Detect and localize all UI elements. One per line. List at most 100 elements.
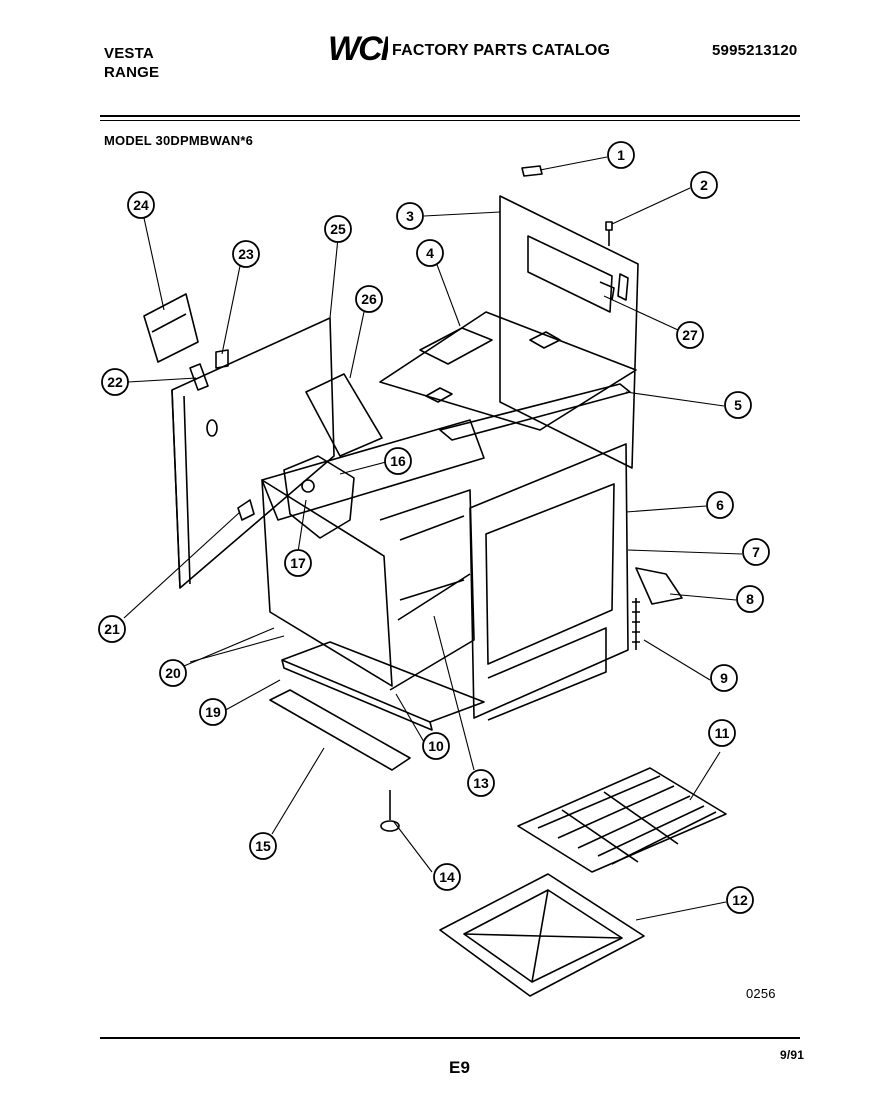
part-top-rail [439,383,631,441]
channel-inner [151,313,187,333]
callout-8: 8 [736,585,764,613]
svg-text:27: 27 [682,327,698,343]
part-control-bracket [305,373,383,457]
part-channel-bracket [143,293,199,363]
part-back-panel [499,195,639,469]
top-panel-holes [425,331,561,403]
oven-liner-rails [399,515,465,601]
part-kick-plate [269,689,411,771]
oven-liner [379,489,475,691]
callout-20: 20 [159,659,187,687]
svg-text:9: 9 [720,670,728,686]
svg-text:23: 23 [238,246,254,262]
model-number: MODEL 30DPMBWAN*6 [104,133,254,148]
callout-12: 12 [726,886,754,914]
side-panel-edge [171,389,191,589]
callout-6: 6 [706,491,734,519]
callout-19: 19 [199,698,227,726]
svg-text:3: 3 [406,208,414,224]
back-panel-bracket [617,273,629,301]
wci-logo: WCI [328,30,388,66]
callout-17: 17 [284,549,312,577]
header-rule-bottom [100,120,800,121]
part-leveler-foot [380,820,400,832]
bottom-panel-edge [281,659,433,731]
part-broiler-pan [439,873,645,997]
catalog-number: 5995213120 [712,42,798,59]
callout-22: 22 [101,368,129,396]
svg-text:20: 20 [165,665,181,681]
part-left-side-panel [171,317,335,589]
callout-26: 26 [355,285,383,313]
part-bracket-21 [237,499,255,521]
broiler-pan-ribs [463,889,623,983]
part-clip [521,165,543,177]
svg-text:13: 13 [473,775,489,791]
side-panel-window [485,483,615,665]
svg-text:5: 5 [734,397,742,413]
footer-rule [100,1037,800,1039]
callout-25: 25 [324,215,352,243]
callout-13: 13 [467,769,495,797]
callout-7: 7 [742,538,770,566]
svg-text:4: 4 [426,245,434,261]
oven-rack-crossbars [561,791,679,863]
callout-2: 2 [690,171,718,199]
part-bottom-panel [281,641,485,723]
part-spring [632,598,640,650]
diagram-code: 0256 [746,986,776,1001]
callout-14: 14 [433,863,461,891]
oven-frame-side [261,479,393,687]
callout-11: 11 [708,719,736,747]
part-top-panel [379,311,637,431]
svg-text:1: 1 [617,147,625,163]
svg-text:17: 17 [290,555,306,571]
svg-text:7: 7 [752,544,760,560]
part-bracket-23 [215,349,229,369]
svg-text:2: 2 [700,177,708,193]
svg-text:15: 15 [255,838,271,854]
callout-4: 4 [416,239,444,267]
callout-24: 24 [127,191,155,219]
header-rule-top [100,115,800,117]
svg-text:6: 6 [716,497,724,513]
svg-text:26: 26 [361,291,377,307]
part-screw-22 [189,363,209,391]
catalog-title: FACTORY PARTS CATALOG [392,42,611,59]
svg-text:12: 12 [732,892,748,908]
brand-name: VESTA [104,45,154,62]
part-burner-assembly [283,455,355,539]
callout-9: 9 [710,664,738,692]
callout-10: 10 [422,732,450,760]
oven-rack-wires [537,775,717,865]
part-right-side-panel [469,443,629,719]
svg-text:8: 8 [746,591,754,607]
callout-15: 15 [249,832,277,860]
part-oven-rack [517,767,727,873]
callout-5: 5 [724,391,752,419]
part-hinge-bracket [635,567,683,605]
svg-text:22: 22 [107,374,123,390]
back-panel-opening [527,235,613,313]
product-type: RANGE [104,64,160,81]
callout-16: 16 [384,447,412,475]
leader-lines [123,156,743,921]
svg-text:10: 10 [428,738,444,754]
svg-text:11: 11 [715,725,730,741]
callout-3: 3 [396,202,424,230]
burner-valve [301,479,315,493]
callout-21: 21 [98,615,126,643]
part-screw [605,221,613,246]
page-code: E9 [449,1058,471,1077]
side-panel-lower [487,627,607,721]
svg-text:21: 21 [104,621,120,637]
callout-markers: 1 2 3 4 5 6 7 8 9 10 11 12 13 14 15 16 1… [98,141,770,914]
part-rod [397,573,471,621]
svg-text:19: 19 [205,704,221,720]
svg-text:14: 14 [439,869,455,885]
callout-23: 23 [232,240,260,268]
svg-text:16: 16 [390,453,406,469]
svg-text:24: 24 [133,197,149,213]
callout-27: 27 [676,321,704,349]
